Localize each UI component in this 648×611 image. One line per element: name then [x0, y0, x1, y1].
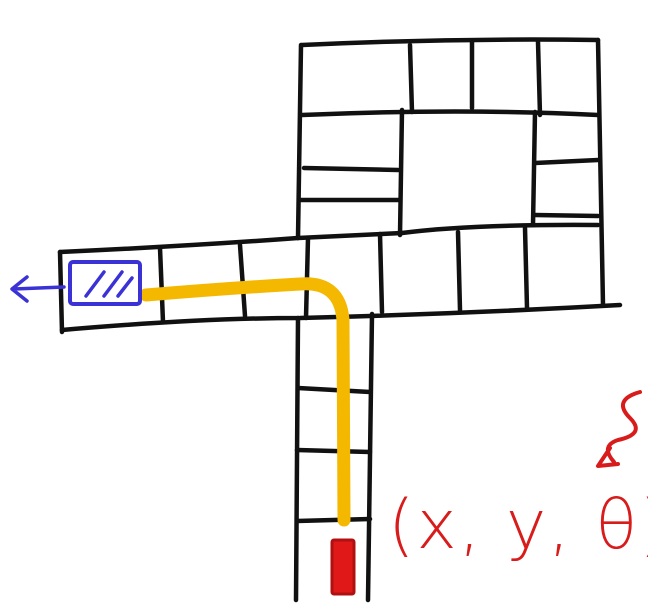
corridor-div-4 [377, 231, 385, 315]
corridor-left-end [57, 249, 65, 335]
corridor-bottom [59, 302, 623, 333]
down-corridor-left [293, 315, 301, 603]
squiggle-arrow-icon [596, 390, 642, 468]
room-col-1 [407, 42, 415, 115]
down-corridor-right [365, 311, 375, 603]
corridor-top [57, 235, 301, 255]
inner-box [397, 107, 538, 238]
pose-label: (x, y, θ) [388, 486, 648, 565]
room-col-3 [535, 39, 543, 118]
target-marker [10, 260, 142, 306]
planned-path [139, 277, 351, 527]
inner-box-bottom [399, 222, 601, 236]
left-arrow-icon [10, 275, 66, 303]
target-hatch [84, 270, 134, 298]
down-corridor-row-2 [294, 447, 373, 455]
corridor-div-6 [522, 225, 530, 311]
room-row-2-right [532, 157, 601, 166]
down-corridor-row-1 [295, 385, 373, 395]
room-row-1 [299, 109, 601, 118]
room-right-wall [595, 37, 606, 308]
down-corridor-row-3 [294, 516, 373, 524]
corridor-top-right [295, 230, 405, 241]
corridor-div-2 [237, 242, 248, 319]
target-box [68, 260, 142, 306]
room-row-2-left [301, 165, 401, 173]
room-top-wall [299, 37, 601, 48]
corridor-div-1 [157, 245, 166, 325]
room-row-3-right [532, 212, 601, 219]
room-left-wall [295, 42, 304, 241]
corridor-div-5 [455, 229, 463, 313]
robot-marker [330, 538, 356, 596]
grid-map [57, 37, 623, 603]
